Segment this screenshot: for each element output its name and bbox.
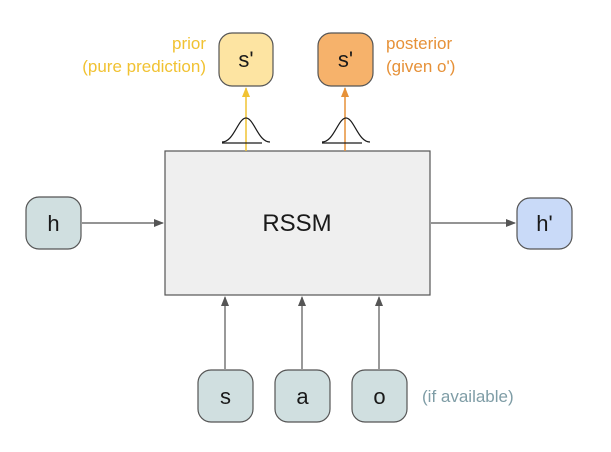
posterior-state-label: s' [338,47,353,72]
observation-input-label: o [373,384,385,409]
action-input-node [274,369,331,423]
hidden-state-input-node [25,196,82,250]
posterior-state-node [317,32,374,87]
prior-state-node [218,32,274,87]
prior-annotation-subtitle: (pure prediction) [82,57,206,76]
if-available-note: (if available) [422,387,514,406]
prior-gaussian-icon [221,117,271,144]
posterior-annotation-subtitle: (given o') [386,57,455,76]
next-hidden-state-node [516,197,573,250]
state-input-label: s [220,384,231,409]
prior-state-label: s' [238,47,253,72]
posterior-annotation-title: posterior [386,34,452,53]
hidden-state-input-label: h [47,211,59,236]
prior-annotation-title: prior [172,34,206,53]
rssm-label: RSSM [262,210,331,237]
next-hidden-state-label: h' [536,211,552,236]
observation-input-node [351,369,408,423]
rssm-block [164,150,431,296]
action-input-label: a [296,384,309,409]
posterior-gaussian-icon [321,117,371,144]
state-input-node [197,369,254,423]
